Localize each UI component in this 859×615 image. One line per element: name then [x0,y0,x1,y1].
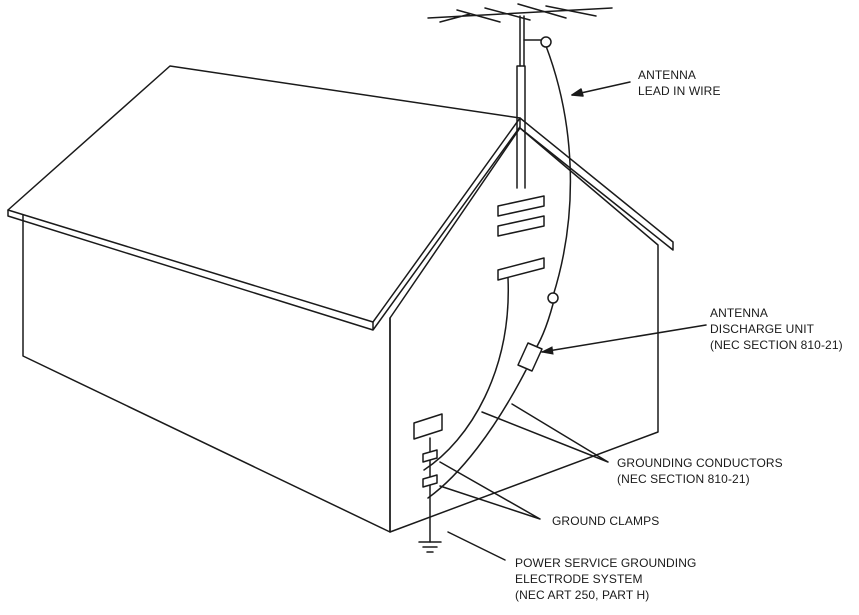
label-line: GROUNDING CONDUCTORS [617,456,783,470]
label-antenna-discharge-unit: ANTENNA DISCHARGE UNIT (NEC SECTION 810-… [710,305,843,353]
leader-power-service [447,531,506,561]
arrow-discharge-unit [540,346,554,355]
antenna-lead-in-wire [427,39,572,499]
label-line: (NEC SECTION 810-21) [617,472,750,486]
house-left-wall [22,214,391,533]
ground-clamp-lower [422,474,438,488]
ground-clamp-upper [422,449,438,463]
roof-right-edge [519,117,674,251]
label-line: (NEC SECTION 810-21) [710,338,843,352]
antenna-elements [427,3,613,23]
mast-bracket-1 [497,195,545,217]
arrow-antenna-lead-in [571,88,584,97]
antenna-mast-upper [519,15,525,67]
label-power-service-grounding: POWER SERVICE GROUNDING ELECTRODE SYSTEM… [515,555,696,603]
antenna-discharge-unit [517,342,543,372]
leader-grounding-conductors [481,403,609,463]
label-antenna-lead-in: ANTENNA LEAD IN WIRE [638,67,721,99]
label-line: ELECTRODE SYSTEM [515,572,643,586]
mast-grounding-conductor [423,277,509,471]
leader-discharge-unit [541,324,707,353]
roof-left-slope [7,65,521,323]
house-front-wall [389,127,659,533]
label-line: ANTENNA [638,68,697,82]
ground-symbol [418,541,442,553]
lead-in-standoff [547,292,559,304]
label-grounding-conductors: GROUNDING CONDUCTORS (NEC SECTION 810-21… [617,455,783,487]
power-service-meter [413,413,443,440]
leader-ground-clamps [439,461,541,520]
mast-bracket-3 [497,257,545,281]
roof-left-fascia [7,123,523,331]
label-line: ANTENNA [710,306,769,320]
label-line: POWER SERVICE GROUNDING [515,556,697,570]
mast-bracket-2 [497,215,545,237]
lead-in-top-standoff [540,36,552,48]
label-line: DISCHARGE UNIT [710,322,815,336]
label-ground-clamps: GROUND CLAMPS [552,513,659,529]
label-line: GROUND CLAMPS [552,514,660,528]
label-line: (NEC ART 250, PART H) [515,588,650,602]
label-line: LEAD IN WIRE [638,84,721,98]
